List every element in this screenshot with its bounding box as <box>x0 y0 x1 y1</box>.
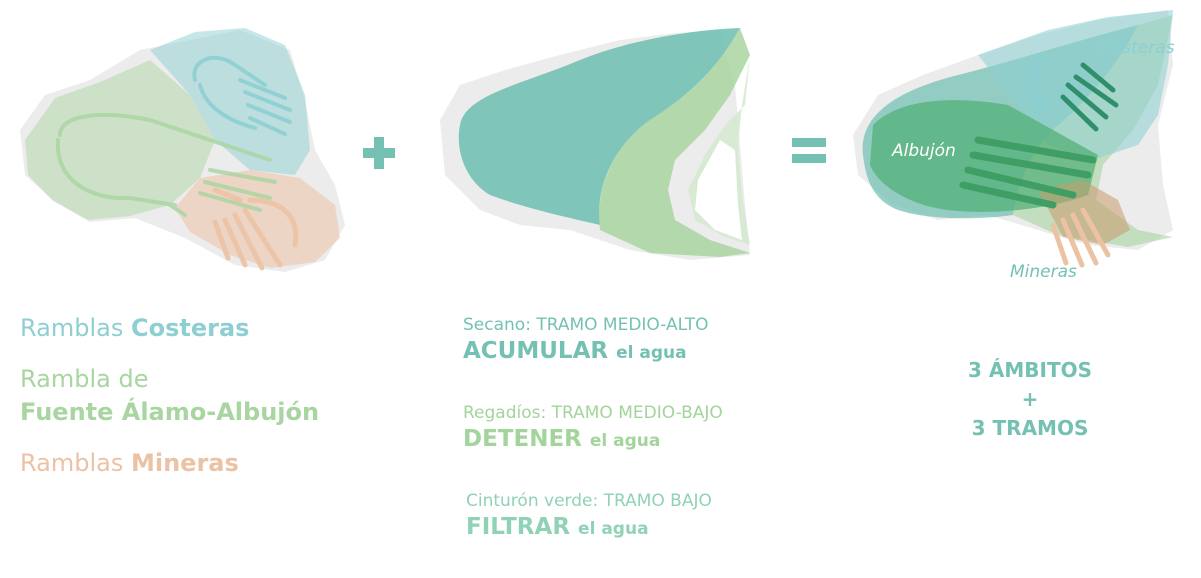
strategies-list: Secano: TRAMO MEDIO-ALTO ACUMULAR el agu… <box>463 314 883 578</box>
hand-icon <box>212 187 299 271</box>
legend-fuente-alamo-prefix: Rambla de <box>20 365 149 393</box>
legend-costeras: Ramblas Costeras <box>20 312 380 345</box>
hand-icon <box>55 113 277 217</box>
basin-mineras <box>175 170 340 268</box>
zone-secano <box>458 28 740 225</box>
strategy-object: el agua <box>616 343 687 363</box>
strategy-zone: Regadíos: TRAMO MEDIO-BAJO <box>463 403 723 423</box>
combined-map <box>838 5 1198 275</box>
strategy-zone: Cinturón verde: TRAMO BAJO <box>466 491 712 511</box>
basin-costeras <box>978 10 1173 160</box>
basin-costeras <box>150 28 310 175</box>
strategy-action: DETENER <box>463 426 582 452</box>
strategy-action: ACUMULAR <box>463 338 609 364</box>
summary-tramos: 3 TRAMOS <box>971 416 1089 440</box>
summary-plus: + <box>1021 387 1039 411</box>
zone-regadios <box>599 28 750 257</box>
map-label-albujon: Albujón <box>892 141 956 161</box>
zones-map <box>420 25 765 265</box>
strategy-action-line: FILTRAR el agua <box>466 512 883 544</box>
map-label-mineras: Mineras <box>1010 262 1077 282</box>
legend-fuente-alamo-name: Fuente Álamo-Albujón <box>20 398 320 426</box>
hand-icon <box>1060 62 1119 132</box>
legend-mineras-name: Mineras <box>130 449 239 477</box>
strategy-action-line: ACUMULAR el agua <box>463 336 883 368</box>
legend-mineras-prefix: Ramblas <box>20 449 131 477</box>
hand-icon <box>192 55 292 136</box>
summary: 3 ÁMBITOS + 3 TRAMOS <box>930 356 1130 443</box>
strategy-object: el agua <box>578 519 649 539</box>
map-label-costeras: Costeras <box>1100 38 1175 58</box>
summary-ambitos: 3 ÁMBITOS <box>968 358 1092 382</box>
strategy-secano: Secano: TRAMO MEDIO-ALTO ACUMULAR el agu… <box>463 314 883 368</box>
strategy-object: el agua <box>589 431 661 451</box>
hand-icon <box>1050 207 1111 268</box>
hand-icon <box>1025 53 1050 112</box>
legend-mineras: Ramblas Mineras <box>20 447 380 480</box>
strategy-regadios: Regadíos: TRAMO MEDIO-BAJO DETENER el ag… <box>463 402 883 456</box>
legend-costeras-name: Costeras <box>130 314 250 342</box>
basins-legend: Ramblas Costeras Rambla de Fuente Álamo-… <box>20 312 380 480</box>
strategy-cinturon-verde: Cinturón verde: TRAMO BAJO FILTRAR el ag… <box>466 490 883 544</box>
equals-icon <box>792 138 826 164</box>
basins-map <box>0 10 360 290</box>
hand-icon <box>959 136 1097 209</box>
strategy-zone: Secano: TRAMO MEDIO-ALTO <box>463 315 709 335</box>
strategy-action-line: DETENER el agua <box>463 424 883 456</box>
legend-costeras-prefix: Ramblas <box>20 314 131 342</box>
strategy-action: FILTRAR <box>466 514 571 540</box>
lagoon <box>695 140 742 240</box>
plus-icon <box>362 136 396 170</box>
